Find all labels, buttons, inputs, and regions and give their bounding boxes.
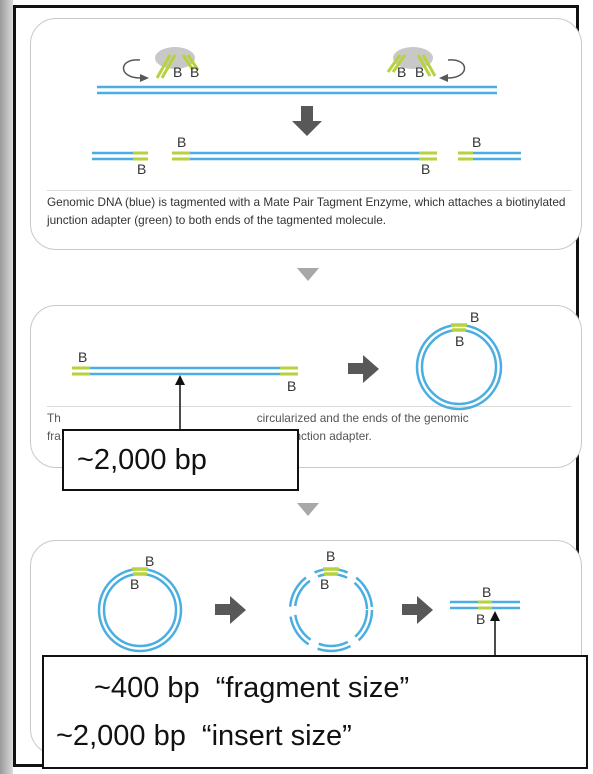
fragment-size-text: ~400 bp “fragment size”: [94, 672, 410, 704]
tagment-enzyme-right-icon: [386, 47, 466, 82]
size-callout-box: ~400 bp “fragment size” ~2,000 bp “inser…: [42, 655, 588, 769]
circular-dna-intact: [97, 567, 183, 653]
biotin-label: B: [78, 349, 87, 365]
biotin-label: B: [421, 161, 430, 177]
step-arrow-down-icon: [297, 503, 319, 516]
linear-fragment-2000bp: [72, 366, 298, 376]
tagmented-fragments: [92, 151, 521, 161]
biotin-label: B: [470, 309, 479, 325]
mate-pair-fragment: [450, 600, 520, 610]
biotin-label: B: [476, 611, 485, 627]
step-arrow-down-icon: [297, 268, 319, 281]
biotin-label: B: [455, 333, 464, 349]
insert-size-text: ~2,000 bp “insert size”: [56, 720, 352, 752]
circularized-dna: [415, 323, 503, 411]
process-arrow-right-icon: [402, 596, 433, 624]
biotin-label: B: [287, 378, 296, 394]
biotin-label: B: [320, 576, 329, 592]
biotin-label: B: [173, 64, 182, 80]
fragmented-circular-dna: [288, 567, 374, 653]
biotin-label: B: [472, 134, 481, 150]
genomic-dna-strand: [97, 85, 497, 95]
biotin-label: B: [130, 576, 139, 592]
left-edge-shadow: [0, 0, 13, 774]
caption-line1-right: circularized and the ends of the genomic: [256, 411, 469, 425]
tagmentation-caption: Genomic DNA (blue) is tagmented with a M…: [47, 190, 571, 229]
length-callout-text: ~2,000 bp: [77, 444, 207, 476]
biotin-label: B: [145, 553, 154, 569]
biotin-label: B: [397, 64, 406, 80]
callout-pointer: [490, 611, 500, 656]
biotin-label: B: [326, 548, 335, 564]
biotin-label: B: [190, 64, 199, 80]
biotin-label: B: [415, 64, 424, 80]
biotin-label: B: [177, 134, 186, 150]
biotin-label: B: [482, 584, 491, 600]
process-arrow-right-icon: [348, 355, 379, 383]
tagmentation-panel: Genomic DNA (blue) is tagmented with a M…: [30, 18, 582, 250]
process-arrow-down-icon: [292, 106, 322, 136]
biotin-label: B: [137, 161, 146, 177]
callout-pointer: [175, 375, 185, 430]
caption-line2-left: fra: [47, 429, 61, 443]
tagment-enzyme-left-icon: [122, 47, 200, 82]
caption-line1-left: Th: [47, 411, 61, 425]
length-callout-box: ~2,000 bp: [62, 429, 299, 491]
process-arrow-right-icon: [215, 596, 246, 624]
